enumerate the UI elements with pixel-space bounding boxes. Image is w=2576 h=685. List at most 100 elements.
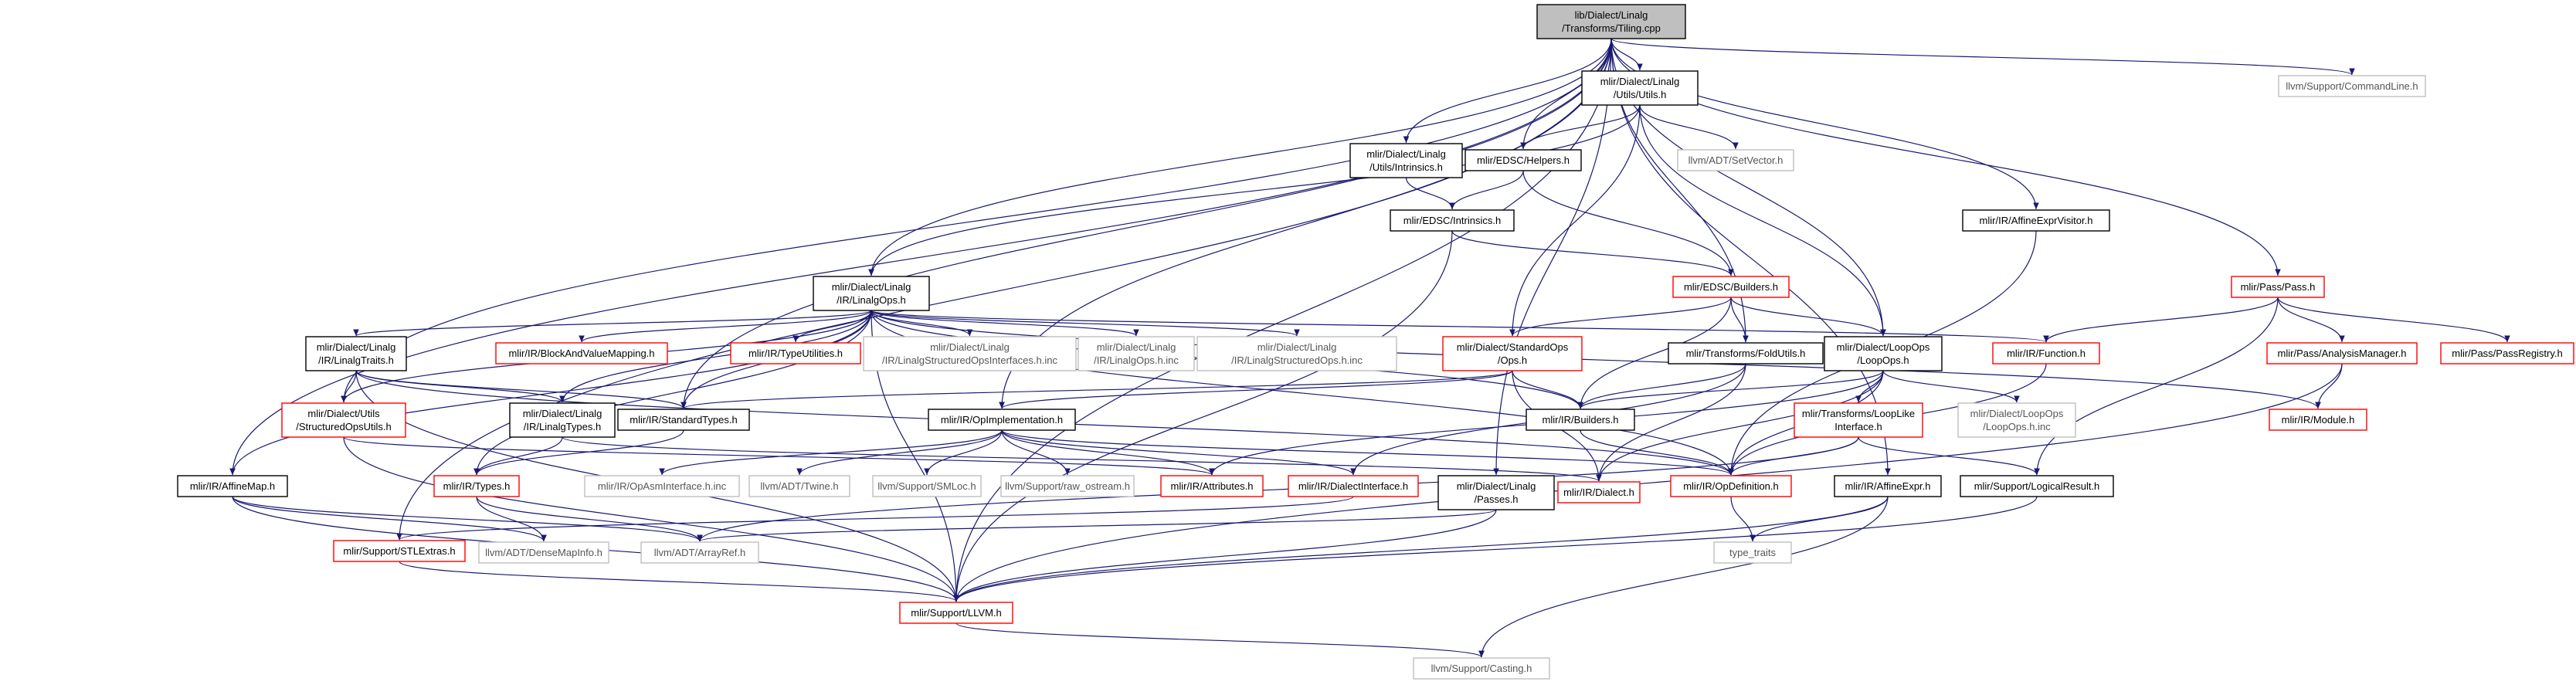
node-opDef[interactable]: mlir/IR/OpDefinition.h bbox=[1670, 475, 1792, 497]
edge-edscBuilders-to-foldUtils bbox=[1730, 297, 1749, 343]
edge-linalgPasses-to-arrayRef bbox=[697, 509, 1497, 542]
node-layer: lib/Dialect/Linalg/Transforms/Tiling.cpp… bbox=[177, 4, 2574, 680]
node-box bbox=[2440, 342, 2574, 365]
node-box bbox=[1834, 475, 1942, 497]
node-dialect[interactable]: mlir/IR/Dialect.h bbox=[1557, 481, 1641, 504]
node-attributes[interactable]: mlir/IR/Attributes.h bbox=[1160, 475, 1264, 497]
node-linalgOps[interactable]: mlir/Dialect/Linalg/IR/LinalgOps.h bbox=[813, 276, 930, 311]
node-edscBuilders[interactable]: mlir/EDSC/Builders.h bbox=[1672, 276, 1790, 298]
node-label: mlir/Support/STLExtras.h bbox=[343, 545, 455, 557]
edge-linalgTraits-to-stdTypes bbox=[355, 370, 687, 409]
edge-opImpl-to-smloc bbox=[924, 429, 1003, 476]
node-label: Interface.h bbox=[1834, 421, 1882, 432]
edge-root-to-stlExtras bbox=[396, 38, 1612, 541]
edge-loopOps-to-loopOpsInc bbox=[1882, 370, 2020, 403]
edge-loopLike-to-opDef bbox=[1728, 436, 1859, 476]
edge-stdTypes-to-types bbox=[473, 429, 684, 476]
node-box bbox=[495, 342, 668, 365]
edge-types-to-denseMapInfo bbox=[476, 496, 547, 542]
node-box bbox=[1794, 402, 1923, 438]
node-label: mlir/Dialect/Linalg bbox=[832, 281, 911, 293]
node-label: mlir/Dialect/Linalg bbox=[930, 341, 1010, 353]
node-label: llvm/Support/Casting.h bbox=[1431, 663, 1532, 674]
node-box bbox=[1668, 342, 1824, 365]
node-label: /IR/LinalgStructuredOps.h.inc bbox=[1231, 354, 1363, 366]
node-box bbox=[1464, 149, 1582, 171]
node-label: mlir/EDSC/Helpers.h bbox=[1477, 154, 1570, 166]
edge-linalgTypes-to-types bbox=[473, 436, 563, 476]
node-label: mlir/IR/OpAsmInterface.h.inc bbox=[598, 480, 727, 492]
node-box bbox=[1536, 4, 1686, 39]
node-label: mlir/Dialect/Linalg bbox=[1600, 76, 1680, 87]
node-label: /Transforms/Tiling.cpp bbox=[1562, 22, 1661, 34]
node-types[interactable]: mlir/IR/Types.h bbox=[433, 475, 520, 497]
node-box bbox=[433, 475, 520, 497]
edge-analysisMgr-to-llvm bbox=[953, 363, 2343, 602]
node-llvm[interactable]: mlir/Support/LLVM.h bbox=[899, 602, 1013, 624]
node-smloc: llvm/Support/SMLoc.h bbox=[872, 475, 982, 497]
node-affineExpr[interactable]: mlir/IR/AffineExpr.h bbox=[1834, 475, 1942, 497]
node-label: mlir/EDSC/Builders.h bbox=[1684, 281, 1778, 293]
node-dialectIface[interactable]: mlir/IR/DialectInterface.h bbox=[1288, 475, 1419, 497]
node-label: llvm/ADT/SetVector.h bbox=[1688, 154, 1784, 166]
node-typeUtilities[interactable]: mlir/IR/TypeUtilities.h bbox=[730, 342, 861, 365]
edge-edscHelpers-to-edscBuilders bbox=[1522, 170, 1734, 276]
node-label: mlir/Transforms/LoopLike bbox=[1802, 408, 1915, 419]
node-stdOps[interactable]: mlir/Dialect/StandardOps/Ops.h bbox=[1442, 336, 1583, 371]
node-label: mlir/Dialect/Linalg bbox=[1366, 148, 1446, 160]
edge-root-to-linalgPasses bbox=[1493, 38, 1612, 476]
node-module[interactable]: mlir/IR/Module.h bbox=[2269, 409, 2367, 431]
node-edscHelpers[interactable]: mlir/EDSC/Helpers.h bbox=[1464, 149, 1582, 171]
node-box bbox=[333, 540, 466, 562]
node-box bbox=[730, 342, 861, 365]
edge-loopLike-to-logicalResult bbox=[1858, 436, 2040, 476]
node-box bbox=[928, 409, 1076, 431]
node-box bbox=[1557, 481, 1641, 504]
node-edscIntrinsics[interactable]: mlir/EDSC/Intrinsics.h bbox=[1390, 209, 1515, 232]
node-box bbox=[1413, 657, 1550, 680]
node-foldUtils[interactable]: mlir/Transforms/FoldUtils.h bbox=[1668, 342, 1824, 365]
node-box bbox=[1672, 276, 1790, 298]
node-affineMap[interactable]: mlir/IR/AffineMap.h bbox=[177, 475, 288, 497]
edge-utils-to-stdOps bbox=[1509, 104, 1641, 337]
node-opImpl[interactable]: mlir/IR/OpImplementation.h bbox=[928, 409, 1076, 431]
node-linalgPasses[interactable]: mlir/Dialect/Linalg/Passes.h bbox=[1437, 475, 1555, 510]
node-structIfaceInc: mlir/Dialect/Linalg/IR/LinalgStructuredO… bbox=[863, 336, 1077, 371]
edge-opDef-to-typeTraits bbox=[1730, 496, 1756, 542]
node-linalgTraits[interactable]: mlir/Dialect/Linalg/IR/LinalgTraits.h bbox=[305, 336, 407, 371]
node-label: mlir/IR/AffineExpr.h bbox=[1845, 480, 1930, 492]
node-affineVisitor[interactable]: mlir/IR/AffineExprVisitor.h bbox=[1962, 209, 2110, 232]
edge-linalgOps-to-structOpsInc bbox=[871, 310, 1300, 337]
node-label: mlir/Pass/Pass.h bbox=[2241, 281, 2316, 293]
node-blockMapping[interactable]: mlir/IR/BlockAndValueMapping.h bbox=[495, 342, 668, 365]
node-label: mlir/EDSC/Intrinsics.h bbox=[1403, 215, 1501, 226]
edge-stdOps-to-builders bbox=[1512, 370, 1583, 409]
node-linalgTypes[interactable]: mlir/Dialect/Linalg/IR/LinalgTypes.h bbox=[509, 402, 616, 438]
node-box bbox=[1581, 70, 1699, 106]
edge-linalgOps-to-linalgTraits bbox=[353, 310, 872, 337]
node-label: mlir/Support/LogicalResult.h bbox=[1974, 480, 2100, 492]
node-label: mlir/IR/Attributes.h bbox=[1171, 480, 1254, 492]
edge-linalgOps-to-typeUtilities bbox=[792, 310, 872, 343]
node-stlExtras[interactable]: mlir/Support/STLExtras.h bbox=[333, 540, 466, 562]
node-analysisMgr[interactable]: mlir/Pass/AnalysisManager.h bbox=[2266, 342, 2418, 365]
node-label: mlir/Dialect/Linalg bbox=[1097, 341, 1176, 353]
node-box bbox=[478, 541, 609, 564]
node-intrinsicsLin[interactable]: mlir/Dialect/Linalg/Utils/Intrinsics.h bbox=[1349, 143, 1463, 178]
node-stdTypes[interactable]: mlir/IR/StandardTypes.h bbox=[617, 409, 750, 431]
edge-pass-to-logicalResult bbox=[2034, 297, 2279, 476]
node-label: mlir/IR/AffineExprVisitor.h bbox=[1980, 215, 2093, 226]
node-loopOps[interactable]: mlir/Dialect/LoopOps/LoopOps.h bbox=[1824, 336, 1943, 371]
node-utils[interactable]: mlir/Dialect/Linalg/Utils/Utils.h bbox=[1581, 70, 1699, 106]
edge-edscBuilders-to-builders bbox=[1577, 297, 1732, 409]
node-box bbox=[1442, 336, 1583, 371]
node-passRegistry[interactable]: mlir/Pass/PassRegistry.h bbox=[2440, 342, 2574, 365]
node-builders[interactable]: mlir/IR/Builders.h bbox=[1526, 409, 1635, 431]
node-pass[interactable]: mlir/Pass/Pass.h bbox=[2231, 276, 2325, 298]
node-structOpsUtils[interactable]: mlir/Dialect/Utils/StructuredOpsUtils.h bbox=[281, 402, 406, 438]
node-logicalResult[interactable]: mlir/Support/LogicalResult.h bbox=[1960, 475, 2114, 497]
node-function[interactable]: mlir/IR/Function.h bbox=[1992, 342, 2100, 365]
node-label: mlir/Dialect/Linalg bbox=[1257, 341, 1337, 353]
